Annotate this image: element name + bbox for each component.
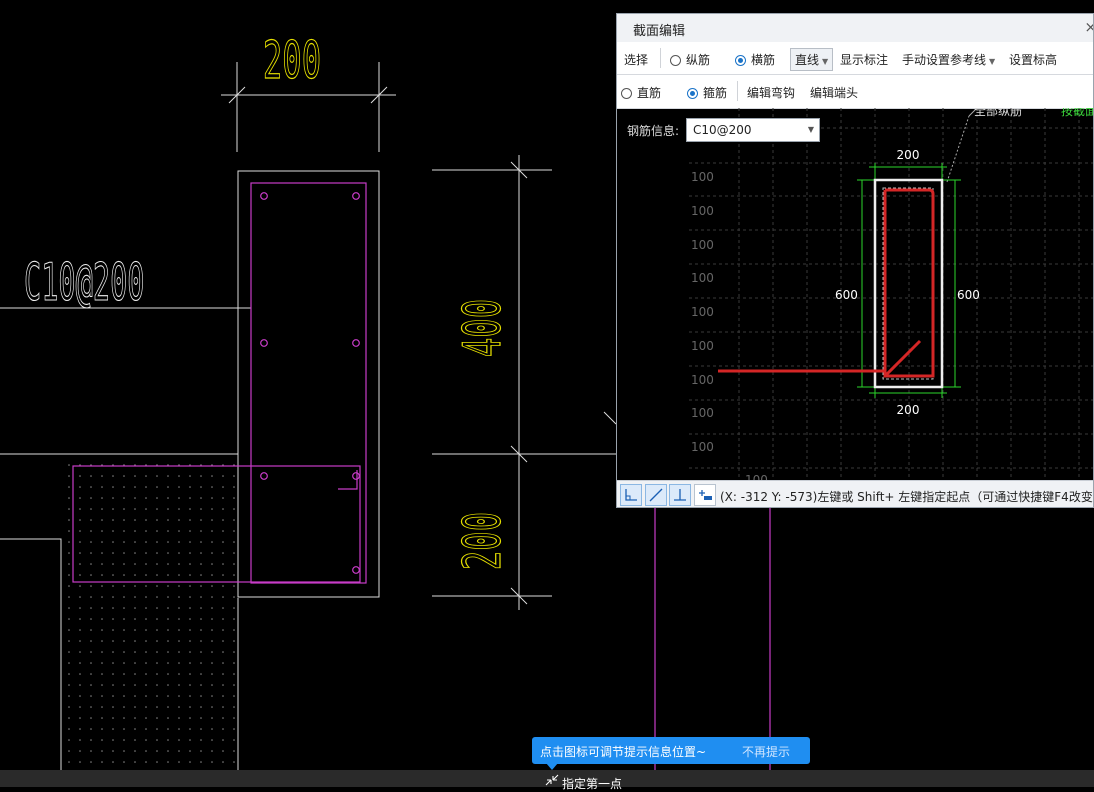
toolbar-divider [737, 81, 738, 101]
select-button[interactable]: 选择 [624, 53, 649, 67]
section-outline [873, 178, 944, 389]
edit-hook-button[interactable]: 编辑弯钩 [747, 86, 796, 100]
section-cover-line [882, 187, 934, 380]
dialog-title: 截面编辑 [633, 24, 686, 39]
tooltip-arrow [546, 763, 558, 770]
offset-input-button[interactable] [694, 484, 716, 506]
grid-row-label: 100 [691, 238, 714, 252]
hint-tooltip[interactable]: 点击图标可调节提示信息位置~ 不再提示 [532, 737, 810, 770]
grid-row-label: 100 [691, 440, 714, 454]
rebar-info-select[interactable]: C10@200 ▼ [686, 118, 820, 142]
edit-end-button[interactable]: 编辑端头 [810, 86, 859, 100]
dont-show-again-link[interactable]: 不再提示 [742, 745, 791, 759]
chevron-down-icon: ▼ [807, 125, 814, 134]
section-dim-right: 600 [957, 288, 980, 302]
grid-col-label: 100 [745, 473, 768, 480]
radio-off-icon [670, 55, 681, 66]
section-dim-bottom: 200 [897, 403, 920, 417]
close-icon[interactable]: × [1084, 18, 1093, 36]
top-dimension-text: 200 [263, 31, 321, 91]
orthogonal-snap-button[interactable] [620, 484, 642, 506]
show-labels-button[interactable]: 显示标注 [840, 53, 889, 67]
radio-on-icon [687, 88, 698, 99]
hint-message: 点击图标可调节提示信息位置~ [540, 745, 707, 759]
right-dimension-lower: 200 [453, 512, 513, 570]
hatch-region [62, 461, 238, 787]
grid-row-label: 100 [691, 204, 714, 218]
orthogonal-snap-icon [625, 489, 637, 501]
toolbar-primary: 选择 纵筋 横筋 直线▼ 显示标注 手动设置参考线▼ 设置标高 [617, 42, 1093, 75]
section-note-by-section: 按截面 [1061, 108, 1094, 118]
stirrup-radio[interactable]: 箍筋 [687, 84, 727, 101]
section-dim-top: 200 [897, 148, 920, 162]
line-mode-dropdown[interactable]: 直线▼ [790, 48, 834, 71]
section-note-all-longitudinal: 全部纵筋 [974, 108, 1022, 118]
diagonal-snap-button[interactable] [645, 484, 667, 506]
toolbar-secondary: 直筋 箍筋 编辑弯钩 编辑端头 [617, 75, 1093, 109]
section-canvas[interactable]: 100 100 100 100 100 100 100 100 100 100 … [617, 108, 1094, 480]
grid-row-label: 100 [691, 373, 714, 387]
chevron-down-icon: ▼ [989, 57, 996, 66]
radio-off-icon [621, 88, 632, 99]
perpendicular-icon [674, 489, 686, 501]
radio-on-icon [735, 55, 746, 66]
command-bar [0, 770, 1094, 787]
straight-bar-radio[interactable]: 直筋 [621, 84, 661, 101]
perpendicular-snap-button[interactable] [669, 484, 691, 506]
rebar-spec-label: C10@200 [24, 252, 145, 313]
grid-row-label: 100 [691, 406, 714, 420]
grid-row-label: 100 [691, 271, 714, 285]
coordinate-status-text: (X: -312 Y: -573)左键或 Shift+ 左键指定起点（可通过快捷… [720, 490, 1094, 504]
set-reference-dropdown[interactable]: 手动设置参考线▼ [902, 53, 996, 67]
transverse-radio[interactable]: 横筋 [735, 51, 775, 68]
set-elevation-button[interactable]: 设置标高 [1009, 53, 1058, 67]
right-dimension-upper: 400 [453, 299, 513, 357]
diagonal-line-icon [649, 488, 663, 502]
chevron-down-icon: ▼ [822, 57, 829, 66]
beam-outline [237, 170, 380, 598]
stirrup-rebar [718, 188, 935, 378]
longitudinal-radio[interactable]: 纵筋 [670, 51, 710, 68]
compress-arrows-icon[interactable] [544, 773, 560, 787]
command-prompt: 指定第一点 [562, 777, 623, 791]
grid-row-label: 100 [691, 305, 714, 319]
section-edit-dialog[interactable]: 截面编辑 × 选择 纵筋 横筋 直线▼ 显示标注 手动设置参考线▼ 设置标高 直… [616, 13, 1094, 508]
grid-row-label: 100 [691, 339, 714, 353]
dialog-titlebar[interactable]: 截面编辑 × [617, 14, 1093, 42]
dialog-status-bar: (X: -312 Y: -573)左键或 Shift+ 左键指定起点（可通过快捷… [617, 480, 1094, 507]
toolbar-divider [660, 48, 661, 68]
section-dim-left: 600 [835, 288, 858, 302]
grid-row-label: 100 [691, 170, 714, 184]
rebar-info-label: 钢筋信息: [627, 124, 680, 138]
add-offset-icon [699, 490, 712, 500]
